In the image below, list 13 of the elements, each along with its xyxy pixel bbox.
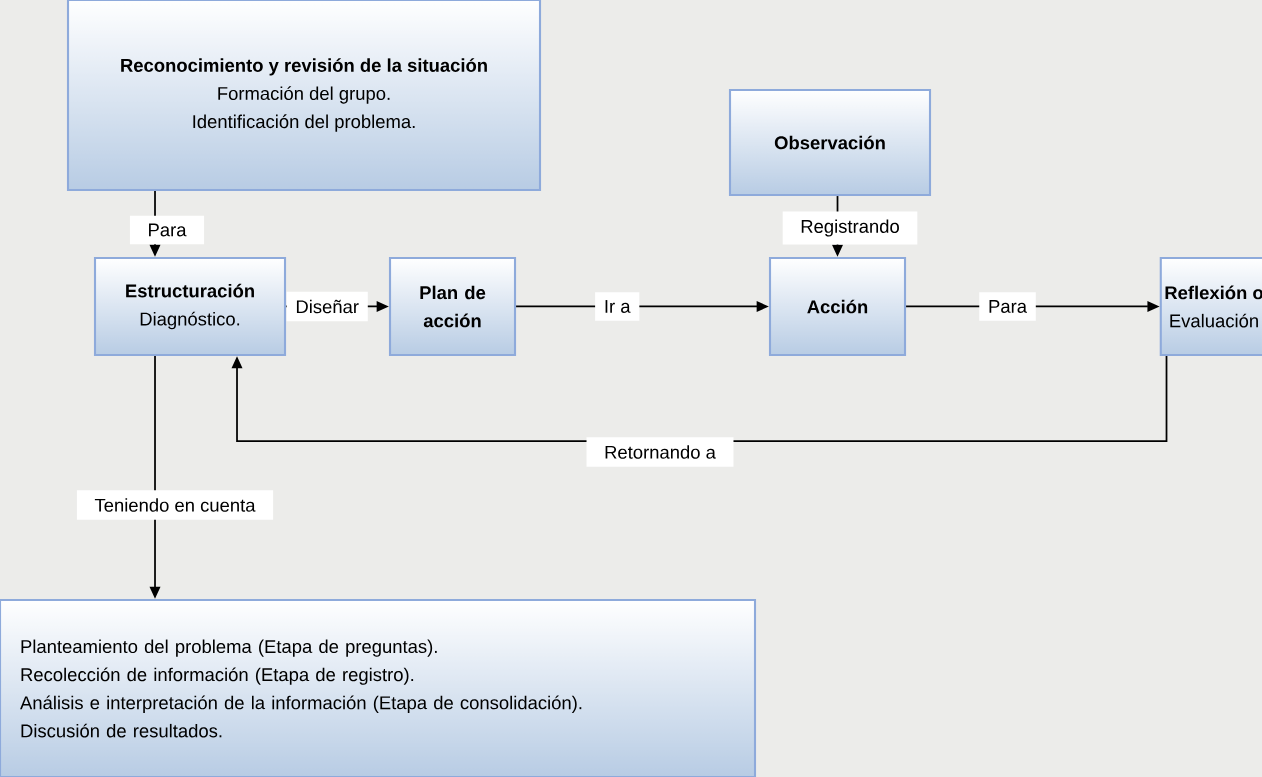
process-box: Observación <box>728 88 932 197</box>
process-box: Reconocimiento y revisión de la situación Formación del grupo. Identificación del problema. <box>66 0 542 192</box>
edge-label: Ir a <box>595 292 640 321</box>
edge-label: Retornando a <box>586 437 734 467</box>
process-box: Plan de acción <box>388 256 517 357</box>
edge-label: Para <box>979 292 1036 321</box>
edge-label: Para <box>129 215 205 245</box>
process-box: Acción <box>768 256 907 357</box>
edge-label: Teniendo en cuenta <box>76 490 274 520</box>
edge-label: Diseñar <box>286 291 368 322</box>
edge-label: Registrando <box>782 211 918 245</box>
list-box: Planteamiento del problema (Etapa de preguntas). Recolección de información (Etapa de registro). Análisis e interpretación de la información (Etapa de consolidación). Discusión de resultados. <box>0 598 757 777</box>
process-box: Estructuración Diagnóstico. <box>93 256 287 357</box>
